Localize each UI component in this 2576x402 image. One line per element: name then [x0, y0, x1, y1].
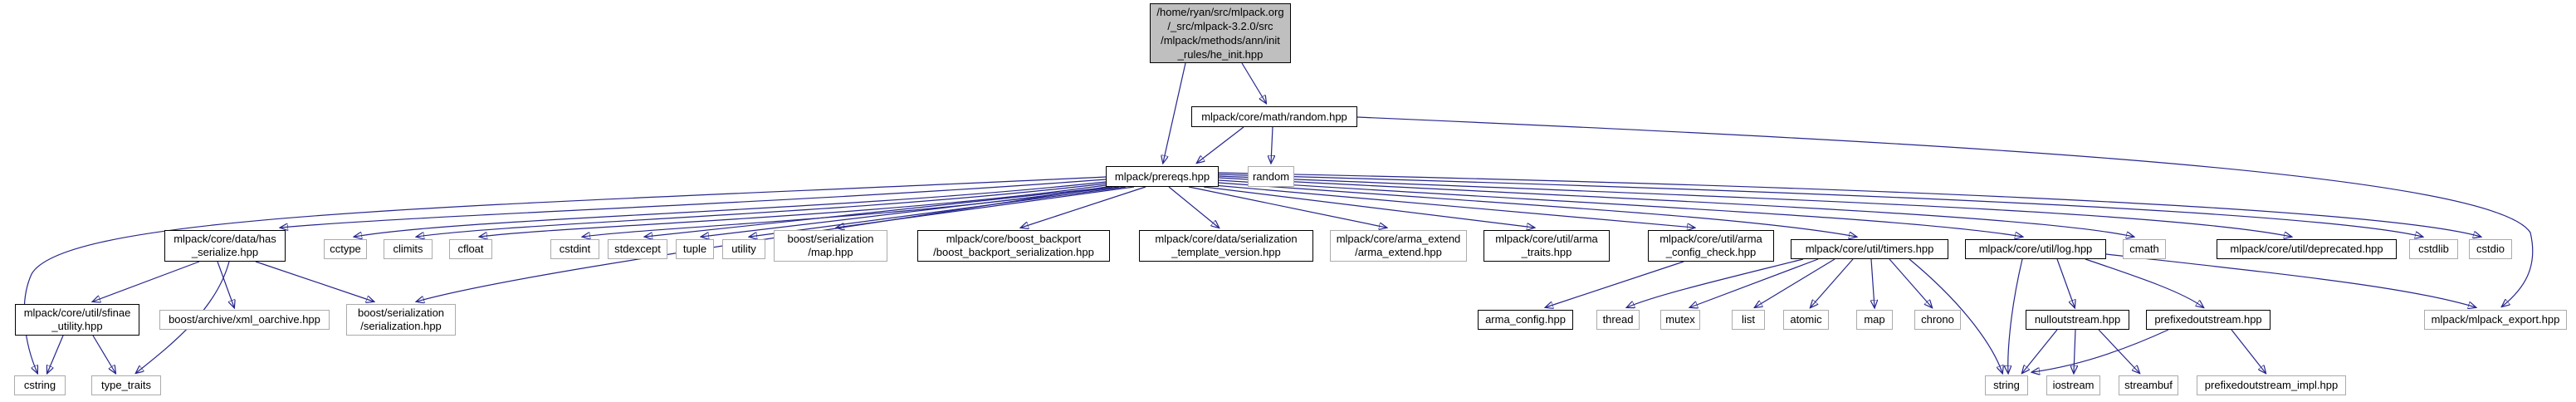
node-log-hpp[interactable]: mlpack/core/util/log.hpp: [1965, 239, 2106, 259]
node-tuple: tuple: [676, 239, 714, 259]
node-xml-oarchive-hpp: boost/archive/xml_oarchive.hpp: [159, 310, 330, 330]
node-core-math-random-hpp[interactable]: mlpack/core/math/random.hpp: [1191, 106, 1357, 127]
node-climits: climits: [384, 239, 433, 259]
node-mlpack-export-hpp: mlpack/mlpack_export.hpp: [2424, 310, 2567, 330]
node-arma-extend-hpp: mlpack/core/arma_extend /arma_extend.hpp: [1330, 230, 1467, 262]
edge-group: [23, 62, 2534, 373]
node-type-traits: type_traits: [91, 375, 161, 395]
node-boost-serialization-map-hpp: boost/serialization /map.hpp: [774, 230, 887, 262]
node-stdexcept: stdexcept: [608, 239, 667, 259]
node-prereqs-hpp[interactable]: mlpack/prereqs.hpp: [1106, 166, 1219, 187]
node-streambuf: streambuf: [2119, 375, 2178, 395]
node-random: random: [1248, 166, 1294, 187]
node-boost-backport-serialization-hpp[interactable]: mlpack/core/boost_backport /boost_backpo…: [917, 230, 1110, 262]
node-cstdint: cstdint: [550, 239, 599, 259]
node-timers-hpp[interactable]: mlpack/core/util/timers.hpp: [1791, 239, 1948, 259]
node-arma-config-hpp[interactable]: arma_config.hpp: [1478, 310, 1573, 330]
node-deprecated-hpp[interactable]: mlpack/core/util/deprecated.hpp: [2217, 239, 2397, 259]
node-he-init-hpp: /home/ryan/src/mlpack.org /_src/mlpack-3…: [1150, 3, 1291, 63]
node-prefixedoutstream-impl-hpp: prefixedoutstream_impl.hpp: [2197, 375, 2346, 395]
node-atomic: atomic: [1783, 310, 1829, 330]
node-cctype: cctype: [324, 239, 367, 259]
node-serialization-template-version-hpp[interactable]: mlpack/core/data/serialization _template…: [1139, 230, 1313, 262]
node-has-serialize-hpp[interactable]: mlpack/core/data/has _serialize.hpp: [164, 230, 286, 262]
node-map: map: [1856, 310, 1893, 330]
node-cmath: cmath: [2123, 239, 2166, 259]
node-cfloat: cfloat: [449, 239, 492, 259]
node-cstring: cstring: [14, 375, 66, 395]
node-sfinae-utility-hpp[interactable]: mlpack/core/util/sfinae _utility.hpp: [15, 304, 139, 336]
node-string: string: [1985, 375, 2028, 395]
node-arma-config-check-hpp[interactable]: mlpack/core/util/arma _config_check.hpp: [1648, 230, 1774, 262]
node-mutex: mutex: [1660, 310, 1700, 330]
node-iostream: iostream: [2046, 375, 2100, 395]
node-prefixedoutstream-hpp[interactable]: prefixedoutstream.hpp: [2146, 310, 2270, 330]
node-cstdio: cstdio: [2469, 239, 2512, 259]
node-chrono: chrono: [1914, 310, 1961, 330]
node-utility: utility: [722, 239, 765, 259]
node-arma-traits-hpp[interactable]: mlpack/core/util/arma _traits.hpp: [1484, 230, 1610, 262]
node-boost-serialization-hpp: boost/serialization /serialization.hpp: [346, 304, 456, 336]
node-cstdlib: cstdlib: [2409, 239, 2458, 259]
node-list: list: [1732, 310, 1765, 330]
node-nulloutstream-hpp[interactable]: nulloutstream.hpp: [2026, 310, 2129, 330]
node-thread: thread: [1596, 310, 1640, 330]
